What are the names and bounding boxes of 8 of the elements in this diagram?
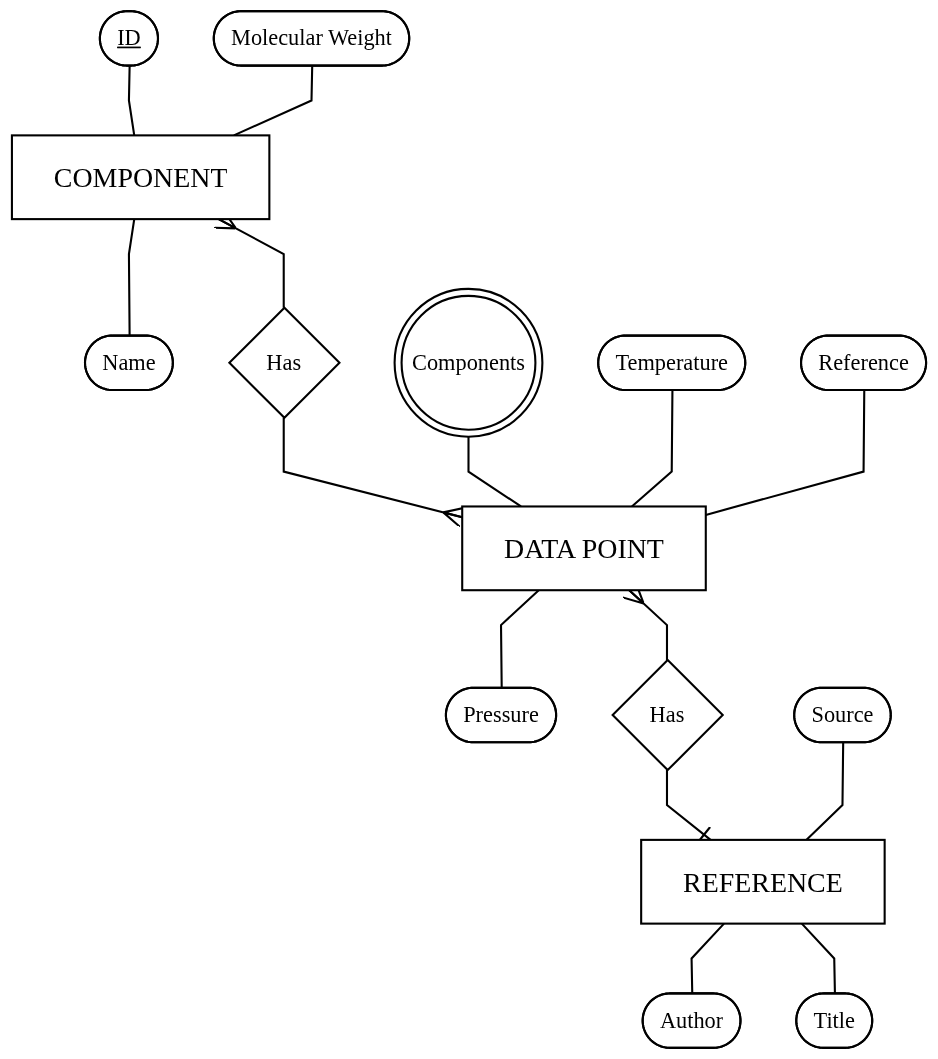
node-diamond: Has [611, 658, 725, 772]
node-box: REFERENCE [640, 838, 886, 925]
node-circle: Components [393, 287, 544, 438]
node-box: COMPONENT [10, 134, 271, 221]
node-box: DATA POINT [461, 505, 707, 592]
connector [705, 390, 866, 516]
node-diamond: Has [227, 306, 341, 420]
connector [127, 66, 136, 136]
